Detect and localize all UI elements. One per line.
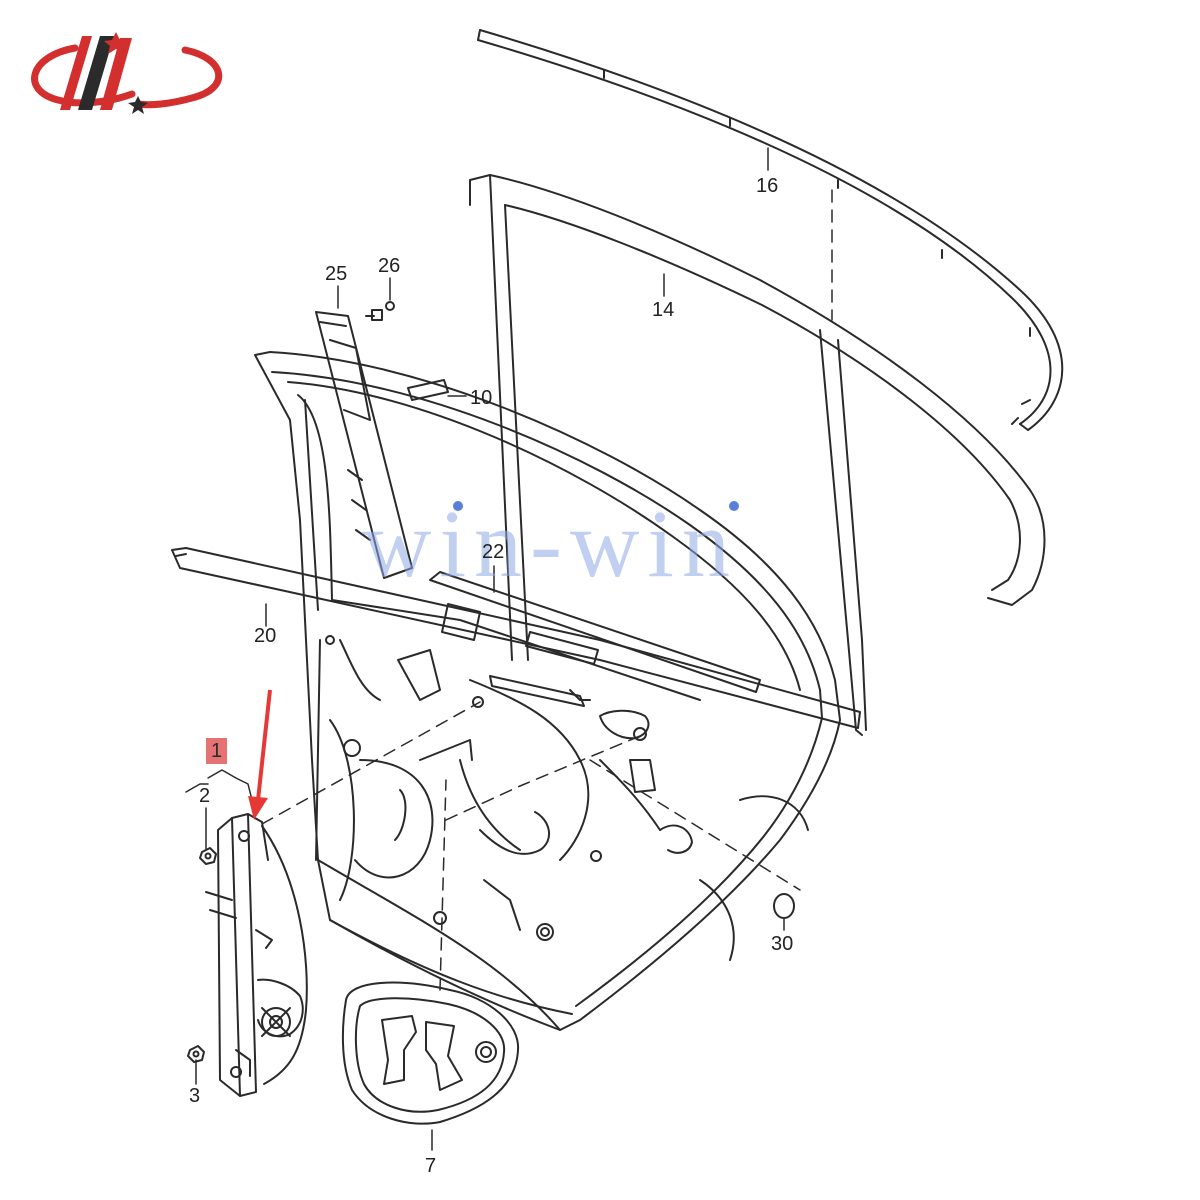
assembly-dashed-lines	[261, 189, 833, 991]
leader-lines	[185, 147, 785, 1151]
brand-logo-icon	[31, 32, 223, 114]
red-pointer-arrow-icon	[248, 689, 272, 820]
callout-30: 30	[771, 933, 794, 955]
door-inner-panel	[254, 351, 841, 1031]
callout-26: 26	[378, 255, 401, 277]
watermark-dot-left	[453, 501, 463, 511]
callout-14: 14	[652, 299, 675, 321]
part-16-roof-seal	[477, 29, 1064, 431]
part-2-nut	[199, 847, 217, 865]
watermark-dot-right	[729, 501, 739, 511]
part-7-seal-sheet	[341, 981, 520, 1125]
watermark-text: win-win	[362, 490, 738, 597]
callout-7: 7	[425, 1155, 437, 1177]
part-1-window-regulator	[205, 813, 308, 1097]
callout-3: 3	[189, 1085, 201, 1107]
part-30-plug	[773, 893, 795, 919]
callout-20: 20	[254, 625, 277, 647]
callout-2: 2	[199, 785, 211, 807]
part-26-clip	[365, 301, 395, 321]
callout-25: 25	[325, 263, 348, 285]
callout-1-highlighted: 1	[206, 738, 228, 764]
part-22-inner-belt	[429, 571, 761, 707]
callout-16: 16	[756, 175, 779, 197]
callout-10: 10	[470, 387, 493, 409]
callout-22: 22	[482, 541, 505, 563]
part-3-nut	[187, 1045, 205, 1063]
part-20-sill-strip	[171, 547, 861, 729]
